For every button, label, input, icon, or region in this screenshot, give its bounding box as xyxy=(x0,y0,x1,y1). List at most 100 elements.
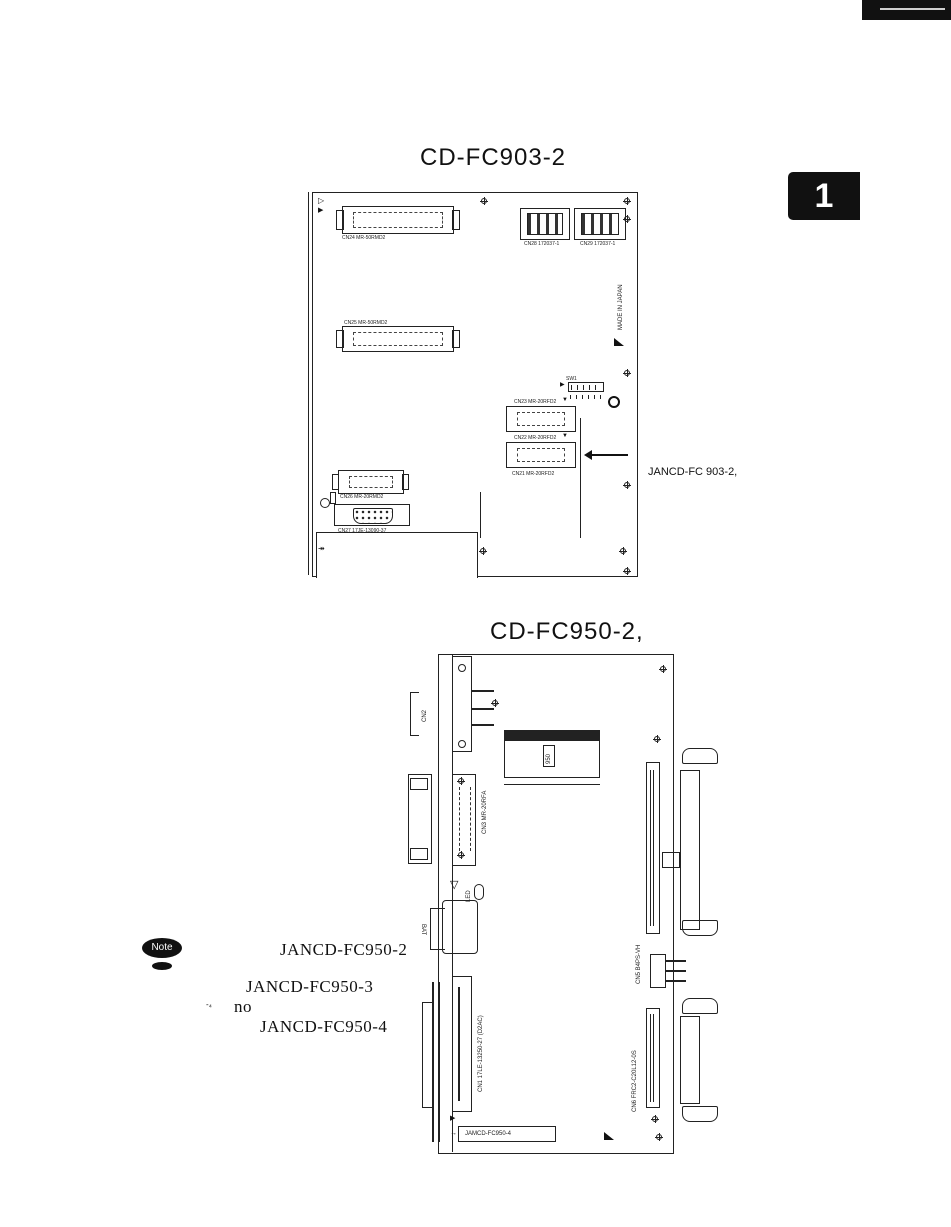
maker-logo-icon xyxy=(614,338,624,346)
mount-hole-top-mid xyxy=(480,197,488,205)
connector-cn1-pins xyxy=(458,987,466,1101)
connector-cn29-inner xyxy=(581,213,619,235)
note-icon: Note xyxy=(142,938,182,958)
connector-housing-mid xyxy=(442,900,478,954)
note-line-2: JANCD-FC950-3 xyxy=(246,977,374,996)
ic-chip-950-label: 950 xyxy=(546,753,552,764)
connector-cn23 xyxy=(506,406,576,432)
adjust-knob-icon xyxy=(608,396,620,408)
part-label-text: JAMCD-FC950-4 xyxy=(465,1131,512,1137)
connector-cn26 xyxy=(338,470,404,494)
connector-cn5-pin xyxy=(666,970,686,972)
note-icon-base xyxy=(152,962,172,970)
note-line-1: JANCD-FC950-2 xyxy=(280,940,408,959)
connector-cn1-bracket xyxy=(422,1002,433,1108)
mount-hole-right-1 xyxy=(623,215,631,223)
figure-title-1: CD-FC903-2 xyxy=(420,144,567,171)
connector-cn24-latch-left xyxy=(336,210,344,230)
chapter-tab: 1 xyxy=(788,172,860,220)
mount-hole-cn2 xyxy=(491,699,499,707)
connector-cn29-label: CN29 172037-1 xyxy=(580,241,616,247)
mount-hole-right-2 xyxy=(651,1115,659,1123)
connector-cn25 xyxy=(342,326,454,352)
connector-cn2 xyxy=(452,656,472,752)
connector-cn2-label: CN2 xyxy=(422,709,428,722)
connector-cn28 xyxy=(520,208,570,240)
arrow-marker-icon: ▽ xyxy=(450,879,459,891)
note-line-3: no xyxy=(234,997,252,1016)
connector-cn1-label: CN1 17LE-13250-27 (D2AC) xyxy=(478,1015,484,1092)
arrow-marker-icon: ▷ xyxy=(318,196,325,205)
mount-hole-bottom-mid xyxy=(479,547,487,555)
connector-cn26-label: CN26 MR-20RMD2 xyxy=(340,494,384,500)
card-ejector-upper xyxy=(680,770,700,930)
mount-hole-cn3-top xyxy=(457,777,465,785)
page-header-bar-stroke xyxy=(880,8,945,10)
switch-sw1-label: SW1 xyxy=(566,376,577,382)
ic-chip-950: 950 xyxy=(504,730,600,778)
mount-hole-right-1 xyxy=(653,735,661,743)
connector-cn5 xyxy=(650,954,666,988)
connector-cn29 xyxy=(574,208,626,240)
ic-chip-underline xyxy=(504,784,600,785)
note-badge-text: Note xyxy=(151,942,173,953)
connector-cn3-tab-bottom xyxy=(410,848,428,860)
connector-cn5-pin xyxy=(666,980,686,982)
connector-cn3-pins xyxy=(459,787,471,851)
connector-housing-label: BAT xyxy=(420,924,426,936)
connector-cn2-pin xyxy=(472,724,494,726)
ejector-handle-icon xyxy=(682,998,718,1014)
connector-cn2-pin xyxy=(472,690,494,692)
mount-hole-right-3 xyxy=(623,481,631,489)
led-icon xyxy=(474,884,484,900)
mount-hole-right-2 xyxy=(623,369,631,377)
connector-cn5-label: CN5 B4PS-VH xyxy=(636,944,642,984)
connector-cn25-latch-left xyxy=(336,330,344,348)
connector-cn3-label: CN3 MR-20RFA xyxy=(482,790,488,834)
connector-cn26-latch-left xyxy=(332,474,339,490)
mount-hole-bottom-right-2 xyxy=(623,567,631,575)
connector-cn24-latch-right xyxy=(452,210,460,230)
mount-hole-bottom-right xyxy=(619,547,627,555)
mount-hole-right-3 xyxy=(655,1133,663,1141)
ic-chip-950-top xyxy=(505,731,599,741)
card-rail-lower-stripes xyxy=(650,1014,656,1102)
connector-cn27-label: CN27 17JE-13090-37 xyxy=(338,528,387,534)
ejector-handle-icon xyxy=(682,920,718,936)
pointer-arrow-icon xyxy=(588,454,628,456)
connector-cn21-label: CN21 MR-20RFD2 xyxy=(512,471,555,477)
connector-cn6-label: CN6 FRC2-C20L12-0S xyxy=(632,1050,638,1112)
board-fc950-figure: CN2 950 CN3 MR-20RFA ▽ LED BAT CN1 17LE-… xyxy=(400,652,720,1157)
arrow-marker-icon: ▶ xyxy=(450,1115,456,1122)
connector-cn28-label: CN28 172037-1 xyxy=(524,241,560,247)
note-line-4: JANCD-FC950-4 xyxy=(260,1017,388,1036)
connector-cn2-bracket xyxy=(410,692,419,736)
connector-cn1-rail xyxy=(438,982,440,1142)
board-left-edge xyxy=(308,192,309,575)
mount-hole-top-right xyxy=(623,197,631,205)
board-fc903-callout-label: JANCD-FC 903-2, xyxy=(648,466,738,478)
connector-cn22 xyxy=(506,442,576,468)
led-box xyxy=(330,492,336,504)
led-circle-icon xyxy=(320,498,330,508)
card-latch-upper xyxy=(662,852,680,868)
hole-icon xyxy=(458,740,466,748)
connector-cn3-bracket xyxy=(408,774,432,864)
board-inner-edge xyxy=(452,654,453,1152)
ic-chip-950-label-box: 950 xyxy=(543,745,555,767)
connector-cn27 xyxy=(334,504,410,526)
arrow-marker-icon: ▼ xyxy=(562,433,568,439)
connector-cn2-pin xyxy=(472,708,494,710)
connector-cn25-latch-right xyxy=(452,330,460,348)
arrow-marker-icon: ▶ xyxy=(318,207,324,214)
switch-pin-row xyxy=(570,395,604,399)
page-header-bar xyxy=(862,0,951,20)
connector-cn5-pin xyxy=(666,960,686,962)
maker-logo-icon xyxy=(604,1132,614,1140)
connector-cn27-shell xyxy=(353,508,393,524)
note-mark: -₄ xyxy=(206,1000,212,1009)
connector-cn22-label: CN22 MR-20RFD2 xyxy=(514,435,557,441)
connector-housing-edge xyxy=(430,908,445,950)
connector-cn24-label: CN24 MR-50RMD2 xyxy=(342,235,386,241)
mount-hole-cn3-bottom xyxy=(457,851,465,859)
